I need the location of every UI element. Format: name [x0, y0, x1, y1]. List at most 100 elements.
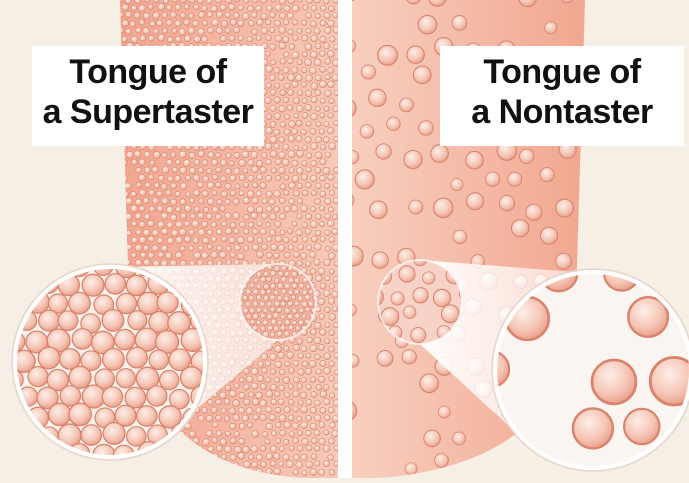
papilla [328, 253, 335, 260]
papilla [150, 21, 156, 27]
papilla [301, 377, 306, 382]
papilla [281, 266, 286, 271]
papilla [269, 230, 275, 236]
papilla [284, 272, 289, 277]
papilla [328, 455, 334, 461]
papilla [329, 393, 335, 399]
papilla [279, 385, 285, 391]
papilla [275, 4, 282, 11]
papilla [431, 145, 449, 163]
papilla [311, 113, 318, 120]
papilla [198, 151, 205, 158]
papilla [329, 269, 334, 274]
papilla [175, 20, 181, 26]
papilla [139, 5, 146, 12]
papilla [161, 184, 167, 190]
papilla [285, 361, 291, 367]
papilla [284, 393, 289, 398]
papilla [324, 290, 331, 297]
papilla [247, 36, 253, 42]
papilla [265, 143, 272, 150]
papilla [306, 353, 311, 358]
papilla [266, 206, 272, 212]
papilla [180, 213, 186, 219]
papilla [139, 221, 145, 227]
papilla [260, 182, 266, 188]
papilla [311, 236, 317, 242]
papilla [186, 192, 191, 197]
papilla [247, 191, 254, 198]
papilla [157, 191, 163, 197]
papilla [292, 160, 298, 166]
papilla [302, 470, 307, 475]
papilla [242, 13, 249, 20]
papilla [266, 453, 273, 460]
papilla [117, 151, 123, 157]
papilla [225, 228, 232, 235]
papilla [262, 198, 268, 204]
papilla [419, 121, 434, 136]
papilla [179, 29, 186, 36]
papilla [310, 129, 316, 135]
papilla [3, 444, 26, 467]
papilla [226, 153, 231, 158]
papilla [360, 125, 374, 139]
papilla [260, 313, 265, 318]
papilla [230, 455, 236, 461]
papilla [183, 160, 190, 167]
papilla [144, 259, 151, 266]
papilla [202, 221, 208, 227]
papilla [275, 35, 282, 42]
papilla [152, 245, 159, 252]
papilla [275, 159, 281, 165]
papilla [234, 168, 241, 175]
papilla [252, 166, 259, 173]
papilla [319, 129, 325, 135]
papilla [311, 160, 317, 166]
papilla [288, 29, 294, 35]
papilla [216, 167, 222, 173]
papilla [310, 329, 316, 335]
papilla [265, 439, 270, 444]
papilla [208, 152, 214, 158]
papilla [243, 368, 249, 374]
papilla [280, 325, 286, 331]
papilla [189, 431, 195, 437]
papilla [229, 237, 236, 244]
papilla [102, 310, 124, 332]
papilla [305, 307, 310, 312]
papilla [233, 27, 239, 33]
papilla [289, 432, 294, 437]
papilla [193, 190, 200, 197]
papilla [280, 122, 286, 128]
papilla [262, 432, 268, 438]
papilla [306, 153, 312, 159]
papilla [278, 74, 284, 80]
papilla [266, 65, 273, 72]
papilla [211, 222, 217, 228]
papilla [653, 246, 689, 285]
papilla [320, 360, 326, 366]
papilla [242, 415, 249, 422]
papilla [288, 245, 294, 251]
papilla [305, 261, 311, 267]
papilla [311, 454, 317, 460]
papilla [301, 129, 307, 135]
papilla [310, 175, 317, 182]
papilla [266, 468, 272, 474]
papilla [256, 308, 261, 313]
papilla [387, 117, 401, 131]
papilla [332, 228, 338, 234]
papilla [328, 20, 335, 27]
papilla [314, 446, 320, 452]
papilla [201, 252, 208, 259]
papilla [197, 182, 203, 188]
papilla [243, 245, 249, 251]
papilla [221, 408, 227, 414]
papilla [212, 437, 218, 443]
papilla [324, 106, 329, 111]
papilla [284, 296, 289, 301]
papilla [278, 271, 283, 276]
papilla [325, 90, 332, 97]
papilla [306, 461, 313, 468]
